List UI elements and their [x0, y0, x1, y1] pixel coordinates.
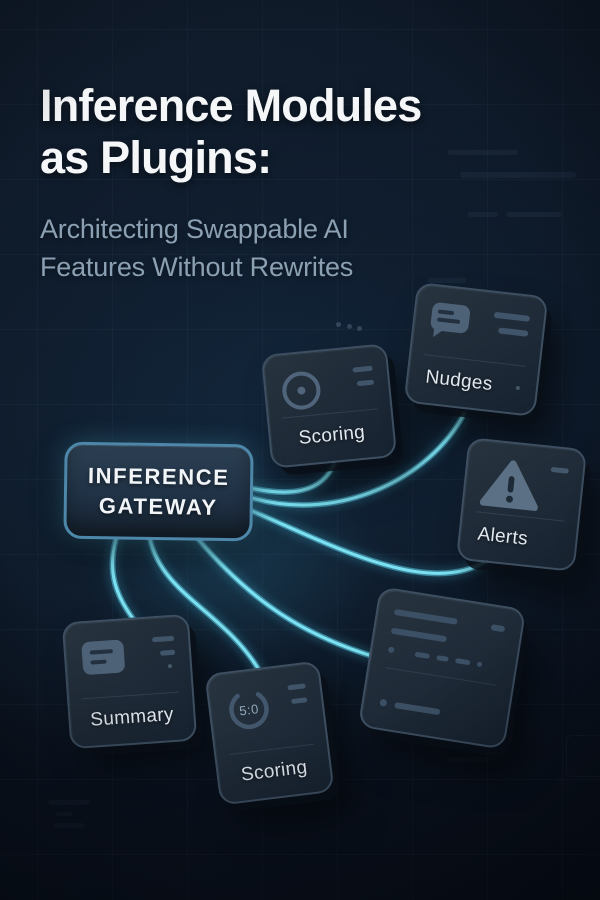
status-dot	[167, 664, 173, 669]
module-label: Nudges	[424, 366, 494, 396]
placeholder-text-bars	[287, 680, 313, 746]
gauge-value: 5:0	[238, 700, 260, 718]
target-icon	[280, 369, 323, 412]
placeholder-text-bars	[151, 633, 178, 693]
warning-triangle-icon	[479, 460, 539, 511]
status-dot	[515, 385, 521, 391]
document-icon	[81, 639, 126, 676]
gauge-icon: 5:0	[224, 685, 273, 734]
module-label: Summary	[89, 704, 175, 731]
placeholder-text-bars	[352, 363, 376, 411]
gateway-label-line-1: INFERENCE	[87, 463, 230, 490]
placeholder-text-bars	[546, 464, 570, 521]
module-card-alerts: Alerts	[455, 437, 588, 572]
module-card-summary: Summary	[61, 613, 198, 750]
gateway-label-line-2: GATEWAY	[98, 493, 218, 520]
inference-gateway-node: INFERENCE GATEWAY	[63, 441, 254, 542]
module-card-log	[357, 586, 527, 750]
module-card-scoring-top: Scoring	[260, 343, 398, 469]
placeholder-text-bars	[489, 309, 531, 366]
module-card-scoring-bottom: 5:0 Scoring	[204, 660, 335, 806]
chat-bubble-icon	[429, 301, 471, 334]
module-card-nudges: Nudges	[403, 281, 549, 418]
